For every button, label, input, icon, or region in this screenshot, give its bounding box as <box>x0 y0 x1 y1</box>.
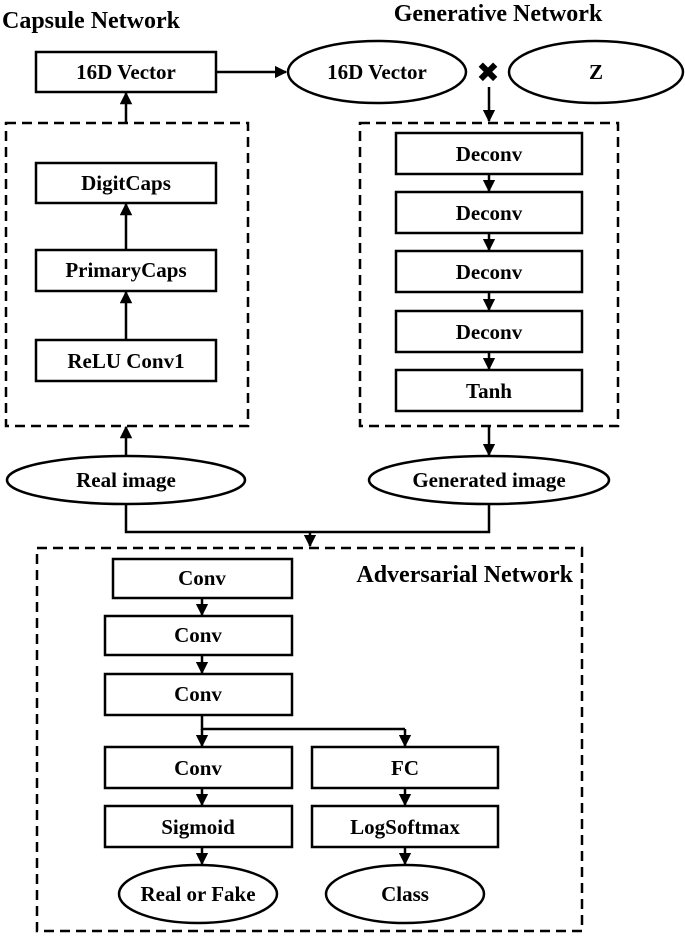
fc-box: FC <box>310 745 500 790</box>
deconv-1-label: Deconv <box>456 142 523 166</box>
tanh-label: Tanh <box>466 379 512 403</box>
deconv-4-box: Deconv <box>394 309 584 354</box>
conv-2-box: Conv <box>103 614 294 657</box>
generative-16d-vector-ellipse: 16D Vector <box>286 39 468 105</box>
deconv-4-label: Deconv <box>456 320 523 344</box>
conv-2-label: Conv <box>174 623 222 647</box>
deconv-2-label: Deconv <box>456 201 523 225</box>
capsule-network-title: Capsule Network <box>2 8 181 34</box>
real-image-ellipse: Real image <box>5 454 247 506</box>
merge-line-images <box>124 504 491 534</box>
adversarial-network-title: Adversarial Network <box>356 562 573 588</box>
primarycaps-label: PrimaryCaps <box>65 258 186 282</box>
logsoftmax-label: LogSoftmax <box>350 815 460 839</box>
conv-3-label: Conv <box>174 682 222 706</box>
relu-conv1-box: ReLU Conv1 <box>34 338 218 383</box>
conv-4-label: Conv <box>174 756 222 780</box>
generated-image-label: Generated image <box>412 468 565 492</box>
primarycaps-box: PrimaryCaps <box>34 248 218 293</box>
generative-16d-vector-label: 16D Vector <box>327 60 427 84</box>
fc-label: FC <box>391 756 419 780</box>
deconv-3-label: Deconv <box>456 260 523 284</box>
deconv-3-box: Deconv <box>394 249 584 294</box>
generative-network-title: Generative Network <box>394 1 603 27</box>
conv-1-box: Conv <box>111 557 294 600</box>
logsoftmax-box: LogSoftmax <box>310 804 500 849</box>
class-ellipse: Class <box>324 863 486 925</box>
z-noise-ellipse: Z <box>507 39 685 105</box>
deconv-1-box: Deconv <box>394 131 584 176</box>
sigmoid-box: Sigmoid <box>103 804 294 849</box>
z-noise-label: Z <box>589 60 603 84</box>
class-label: Class <box>381 882 429 906</box>
conv-3-box: Conv <box>103 672 294 717</box>
generated-image-ellipse: Generated image <box>367 454 611 506</box>
digitcaps-box: DigitCaps <box>34 161 218 205</box>
digitcaps-label: DigitCaps <box>81 171 171 195</box>
tanh-box: Tanh <box>394 368 584 413</box>
conv-4-box: Conv <box>103 745 294 790</box>
capsule-16d-vector-label: 16D Vector <box>76 60 176 84</box>
sigmoid-label: Sigmoid <box>161 815 235 839</box>
relu-conv1-label: ReLU Conv1 <box>67 349 184 373</box>
real-or-fake-label: Real or Fake <box>140 882 255 906</box>
combine-icon: ✖ <box>476 56 499 89</box>
branch-line-conv3 <box>200 715 405 731</box>
real-or-fake-ellipse: Real or Fake <box>117 863 279 925</box>
conv-1-label: Conv <box>178 566 226 590</box>
capsule-16d-vector-box: 16D Vector <box>34 50 218 94</box>
real-image-label: Real image <box>76 468 176 492</box>
adversarial-network-group <box>35 546 584 933</box>
deconv-2-box: Deconv <box>394 190 584 235</box>
